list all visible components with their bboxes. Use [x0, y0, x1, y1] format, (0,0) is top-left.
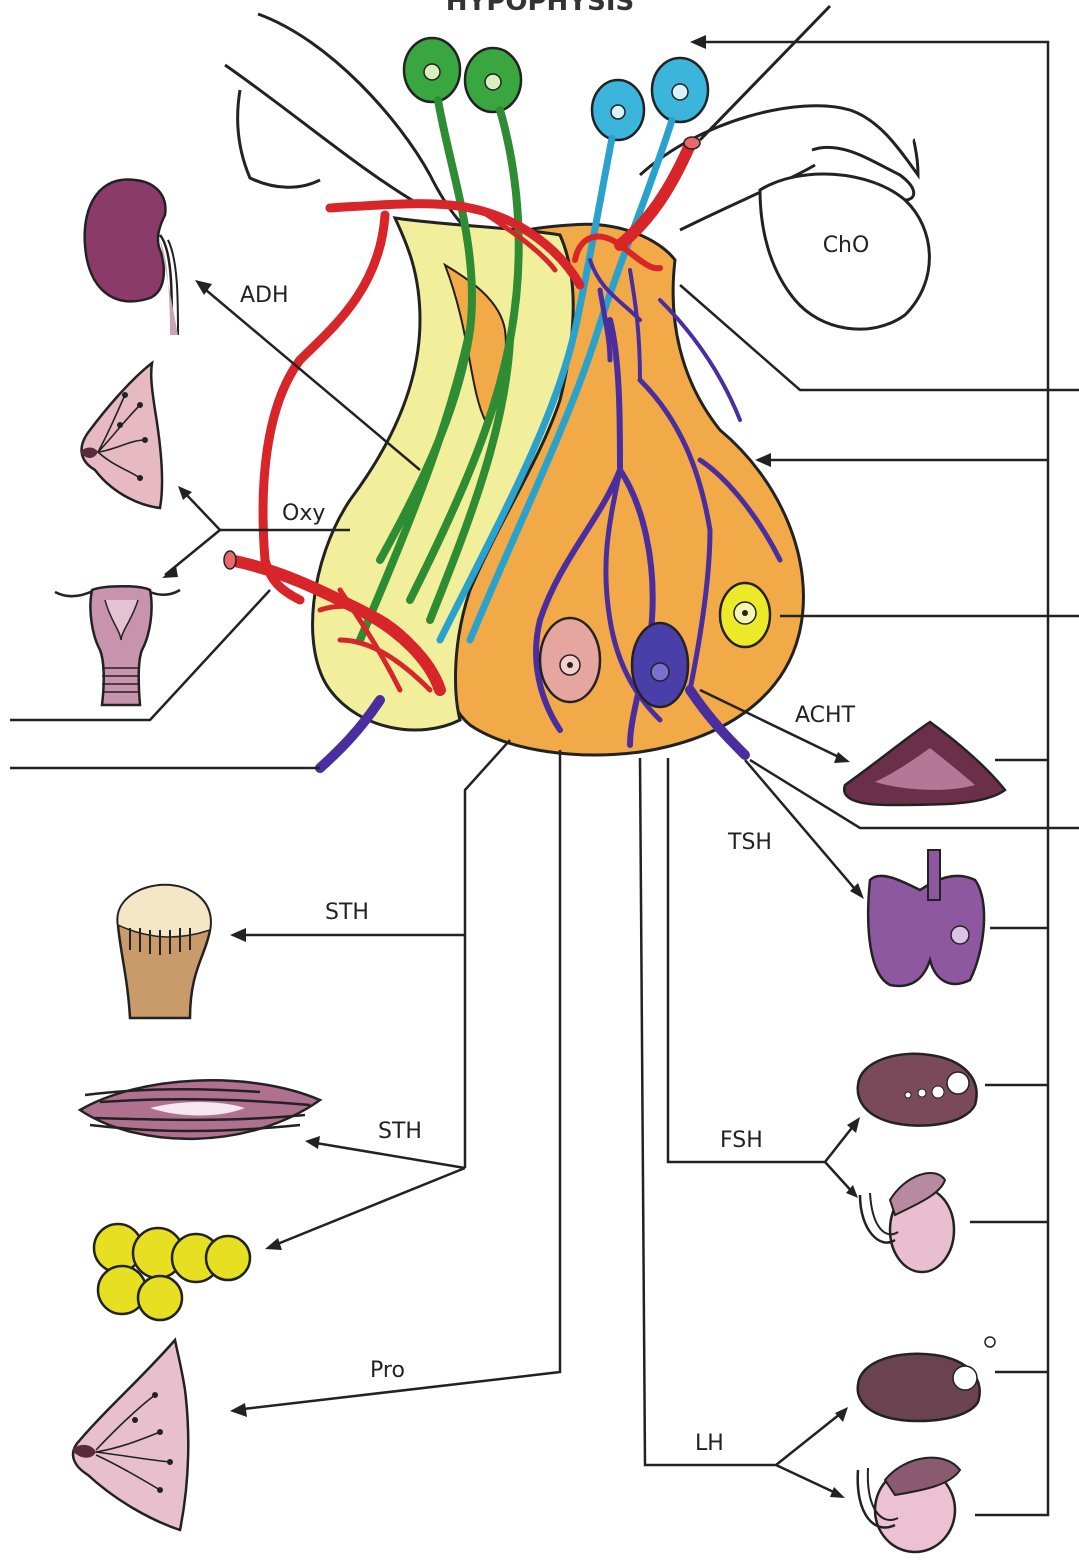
thyroid-icon: [868, 850, 984, 986]
kidney-icon: [85, 179, 178, 335]
label-acht: ACHT: [795, 703, 856, 728]
artery-opening: [224, 551, 236, 569]
chromophobe-cell: [720, 583, 770, 647]
label-adh: ADH: [240, 283, 289, 308]
label-tsh: TSH: [727, 830, 772, 855]
muscle-icon: [80, 1080, 320, 1139]
label-sth-tissue: STH: [378, 1119, 422, 1144]
label-sth-bone: STH: [325, 900, 369, 925]
breast-icon: [80, 363, 162, 508]
adrenal-gland-icon: [844, 722, 1005, 805]
testis-icon: [860, 1173, 954, 1272]
fat-cells-icon: [94, 1224, 250, 1320]
bone-icon: [118, 885, 211, 1018]
acidophil-cell: [540, 618, 600, 702]
label-pro: Pro: [370, 1358, 405, 1383]
basophil-cell: [632, 623, 688, 707]
label-fsh: FSH: [720, 1128, 763, 1153]
label-oxy: Oxy: [282, 501, 325, 526]
testis-icon: [858, 1458, 960, 1552]
breast-icon: [72, 1340, 188, 1530]
uterus-icon: [55, 586, 180, 705]
ovary-icon: [858, 1054, 977, 1126]
diagram-title: HYPOPHYSIS: [446, 0, 635, 17]
label-lh: LH: [695, 1431, 724, 1456]
artery-opening: [684, 137, 700, 149]
ovary-icon: [858, 1337, 995, 1421]
optic-chiasm-label: ChO: [823, 233, 870, 258]
